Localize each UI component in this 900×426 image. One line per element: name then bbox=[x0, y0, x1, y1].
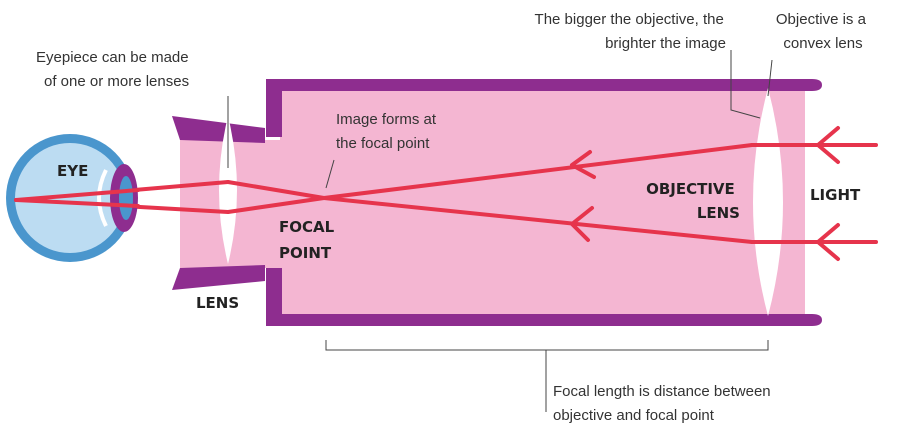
light-arrow-top-icon bbox=[816, 126, 840, 164]
main-tube-top-border bbox=[266, 79, 822, 137]
ray-focus-to-eye-lower bbox=[226, 196, 326, 214]
leader-objective-size bbox=[730, 50, 761, 119]
image-forms-label: Image forms at the focal point bbox=[336, 111, 440, 152]
eyeball-inner bbox=[15, 143, 125, 253]
objective-size-label: The bigger the objective, the brighter t… bbox=[535, 11, 728, 52]
lens-label: LENS bbox=[196, 294, 239, 312]
eye-ray-upper bbox=[14, 188, 140, 202]
leader-objective-type bbox=[767, 59, 773, 97]
eyepiece-bottom-flange bbox=[172, 265, 265, 290]
objective-lens-label: OBJECTIVE LENS bbox=[646, 180, 740, 222]
ray-arrow-top-icon bbox=[570, 150, 596, 179]
eyepiece-label: Eyepiece can be made of one or more lens… bbox=[36, 49, 193, 90]
ray-arrow-bottom-icon bbox=[570, 206, 594, 242]
focal-length-label: Focal length is distance between objecti… bbox=[553, 383, 775, 424]
light-arrow-bottom-icon bbox=[816, 223, 840, 261]
eye-lens-highlight bbox=[97, 169, 108, 227]
leader-image-forms bbox=[325, 159, 335, 189]
ray-focus-to-eye-upper bbox=[226, 180, 326, 200]
eyepiece-top-flange bbox=[172, 116, 265, 143]
ray-top-to-focus bbox=[322, 143, 754, 200]
ray-bottom-to-focus bbox=[322, 196, 754, 244]
eyepiece-lens bbox=[219, 116, 237, 264]
eye-rays bbox=[14, 188, 140, 208]
main-tube-bottom-border bbox=[266, 268, 822, 326]
eye-icon bbox=[6, 134, 138, 262]
objective-type-label: Objective is a convex lens bbox=[776, 11, 870, 52]
leader-lines bbox=[227, 50, 773, 412]
eye-label: EYE bbox=[57, 162, 88, 180]
eye-pupil bbox=[119, 176, 133, 220]
light-label: LIGHT bbox=[810, 186, 861, 204]
focal-point-label: FOCAL POINT bbox=[279, 218, 339, 262]
focal-length-bracket bbox=[325, 340, 769, 351]
eye-ray-lower bbox=[14, 198, 140, 208]
